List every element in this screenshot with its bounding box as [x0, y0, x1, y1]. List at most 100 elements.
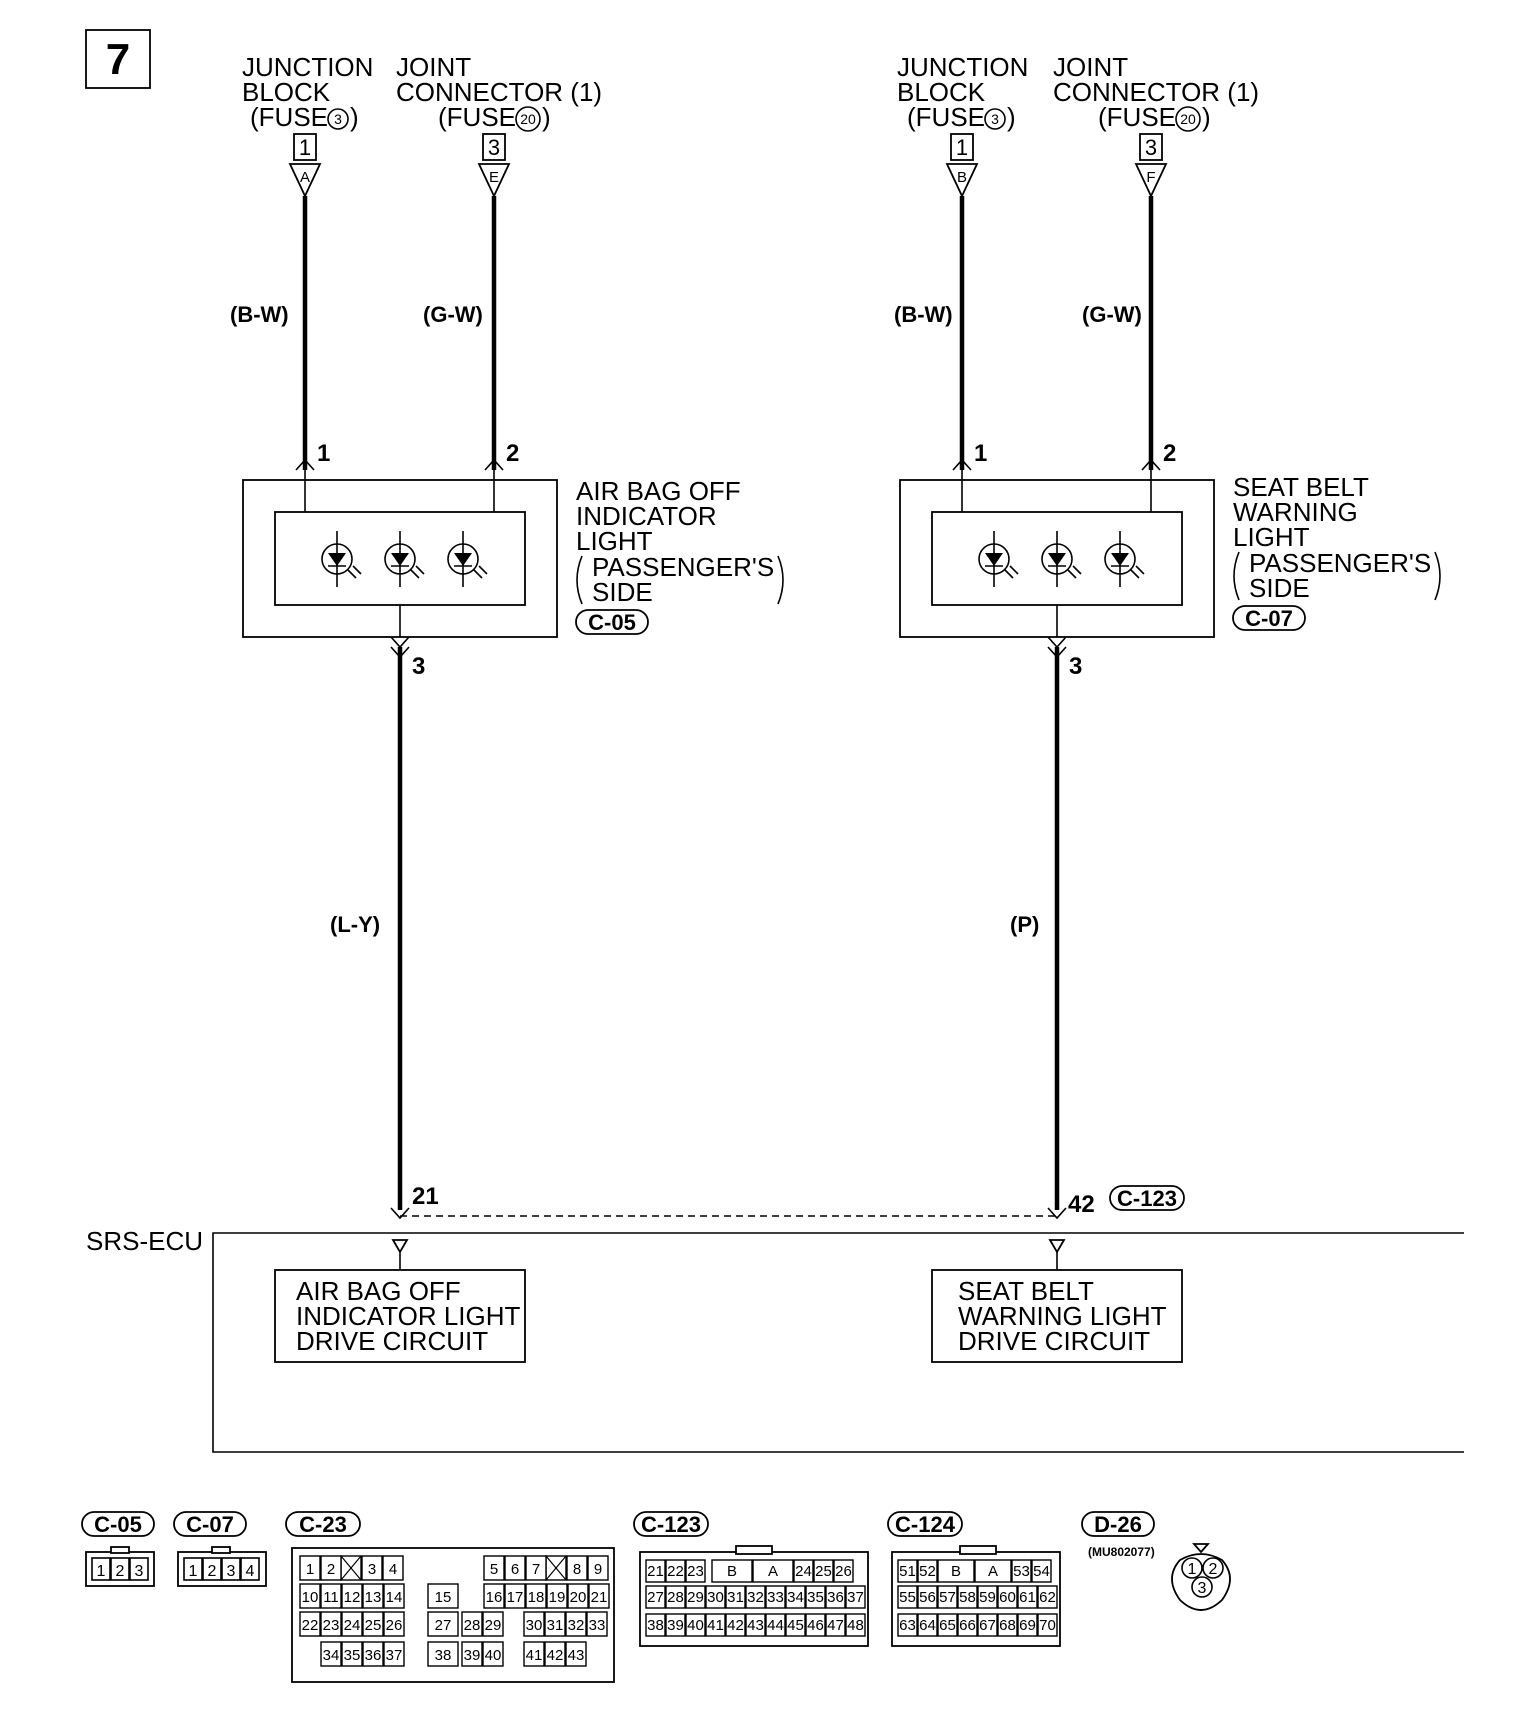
left-source1-pin-box [293, 133, 317, 161]
c23-pin-cell [362, 1611, 384, 1637]
c23-pin-cell [588, 1583, 610, 1609]
c23-pin: 31 [547, 1617, 564, 1634]
c23-pin: 34 [323, 1647, 340, 1664]
c124-pin-cell [997, 1613, 1018, 1637]
right-source1-line1: JUNCTION [897, 52, 1028, 82]
right-led-3 [1104, 531, 1145, 587]
c123-pin: 31 [727, 1589, 744, 1606]
left-source2-pin: 3 [488, 135, 500, 160]
right-led-1 [978, 531, 1019, 587]
c23-pin-cell [544, 1641, 566, 1667]
c23-pin: 5 [490, 1561, 498, 1578]
c23-pin: 43 [568, 1647, 585, 1664]
left-fuse1-number: 3 [334, 111, 342, 127]
c123-pin-cell [765, 1585, 786, 1609]
c23-pin: 15 [435, 1589, 452, 1606]
c123-pin-cell [685, 1613, 706, 1637]
c07-pin: 3 [227, 1563, 236, 1580]
left-drive-circuit-box [274, 1269, 526, 1363]
left-source2-line2: CONNECTOR (1) [396, 77, 602, 107]
c123-pin: A [768, 1563, 778, 1580]
c23-pin-cell [341, 1611, 363, 1637]
right-fuse2-number: 20 [1180, 111, 1196, 127]
c23-pin-cell [427, 1641, 459, 1667]
c23-pin-cell [544, 1611, 566, 1637]
right-pin3-terminal [1047, 636, 1067, 649]
right-device-line1: SEAT BELT [1233, 472, 1369, 502]
c123-latch [735, 1545, 773, 1555]
c124-pin-cell [997, 1585, 1018, 1609]
left-device-paren-close [777, 555, 784, 605]
c23-blank-cross [340, 1555, 362, 1581]
c23-pin: 14 [386, 1589, 403, 1606]
c23-pin: 36 [365, 1647, 382, 1664]
c123-badge [633, 1511, 709, 1537]
left-pin2: 2 [506, 440, 519, 467]
c124-pin: 70 [1039, 1617, 1056, 1634]
c23-pin: 11 [323, 1589, 339, 1606]
c123-pin-cell [793, 1559, 814, 1583]
c124-pin: 51 [899, 1563, 916, 1580]
right-ecu-connector-badge [1109, 1185, 1185, 1211]
c05-badge [81, 1511, 155, 1537]
c123-pin-cell [845, 1585, 866, 1609]
c124-pin-cell [977, 1613, 998, 1637]
c124-pin-cell [897, 1585, 918, 1609]
c123-pin: 29 [687, 1589, 704, 1606]
c123-pin: 24 [795, 1563, 812, 1580]
c23-pin: 39 [464, 1647, 481, 1664]
c23-pin-cell [427, 1583, 459, 1609]
c05-name: C-05 [94, 1512, 142, 1537]
c124-badge [887, 1511, 963, 1537]
c23-pin-cell [483, 1555, 505, 1581]
c123-pin-cell [665, 1585, 686, 1609]
c23-pin-cell [566, 1555, 588, 1581]
c23-pin: 20 [570, 1589, 587, 1606]
left-source2-close: ) [542, 102, 551, 132]
ecu-label: SRS-ECU [86, 1226, 203, 1256]
c23-pin-cell [341, 1641, 363, 1667]
c124-pin-cell [974, 1559, 1012, 1583]
c07-badge [173, 1511, 247, 1537]
c124-pin-cell [917, 1585, 938, 1609]
c23-pin-cell [383, 1641, 405, 1667]
c23-pin: 1 [306, 1561, 314, 1578]
c123-pin-cell [705, 1613, 726, 1637]
left-source1-letter: A [300, 169, 310, 186]
left-pin1-terminal [295, 458, 315, 471]
c07-pin: 2 [208, 1563, 217, 1580]
right-source2-pin: 3 [1145, 135, 1157, 160]
right-device-paren-close [1434, 551, 1441, 601]
c23-pin-cell [461, 1641, 483, 1667]
c123-pin: 39 [667, 1617, 684, 1634]
c124-pin: 60 [999, 1589, 1016, 1606]
left-wire1-color: (B-W) [230, 302, 289, 327]
c23-pin: 32 [568, 1617, 585, 1634]
c123-pin-cell [645, 1585, 666, 1609]
c23-pin: 7 [532, 1561, 540, 1578]
c124-pin: 63 [899, 1617, 916, 1634]
left-source1-pin: 1 [299, 135, 311, 160]
left-device-line5: SIDE [592, 577, 653, 607]
c23-pin-cell [565, 1641, 587, 1667]
right-ecu-pin: 42 [1068, 1191, 1095, 1218]
c123-pin: 27 [647, 1589, 664, 1606]
c23-pin: 8 [573, 1561, 581, 1578]
c123-pin: 45 [787, 1617, 804, 1634]
left-pin1: 1 [317, 440, 330, 467]
left-wire3-color: (L-Y) [330, 912, 380, 937]
c124-pin: 52 [919, 1563, 936, 1580]
c23-pin: 6 [511, 1561, 519, 1578]
c123-pin: 28 [667, 1589, 684, 1606]
c07-pin: 1 [189, 1563, 198, 1580]
left-led-1 [321, 531, 362, 587]
c23-badge [285, 1511, 361, 1537]
c23-pin: 40 [485, 1647, 502, 1664]
page-number-box [85, 29, 151, 89]
d26-name: D-26 [1094, 1512, 1142, 1537]
d26-pin: 3 [1198, 1580, 1207, 1597]
c124-pin: 56 [919, 1589, 936, 1606]
left-device-line3: LIGHT [576, 526, 653, 556]
